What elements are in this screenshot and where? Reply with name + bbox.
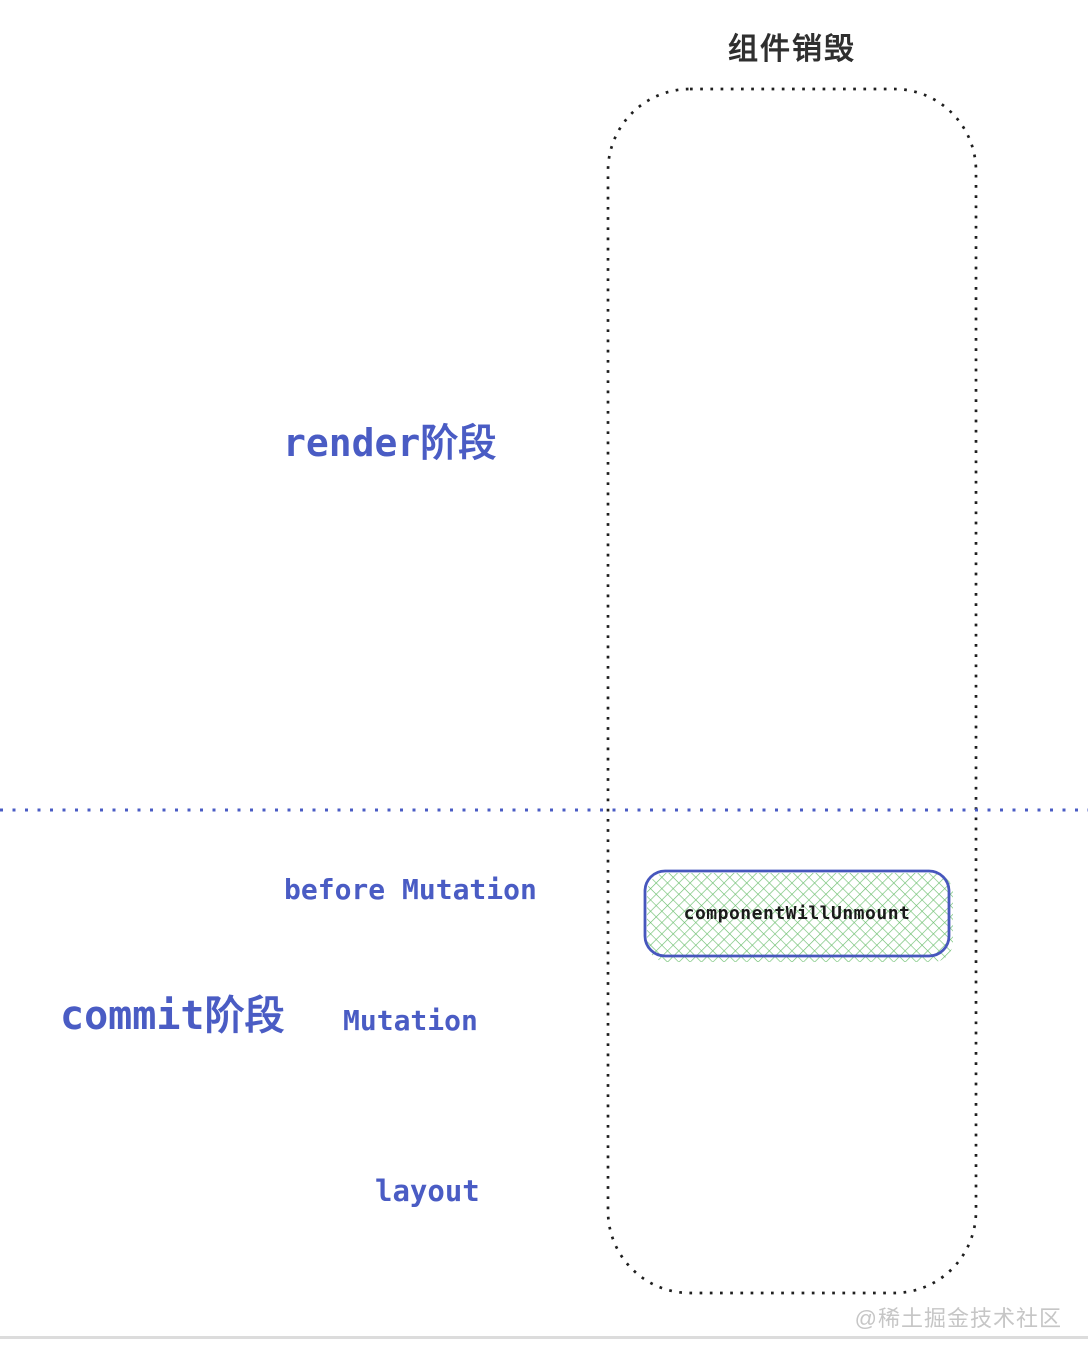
- unmount-node-border: [643, 869, 951, 958]
- bottom-divider-line: [0, 1336, 1088, 1339]
- destroy-scope-outline: [606, 87, 978, 1295]
- mutation-label: Mutation: [343, 1004, 478, 1037]
- render-phase-label: render阶段: [283, 421, 497, 465]
- commit-phase-label: commit阶段: [60, 993, 285, 1039]
- diagram-title: 组件销毁: [728, 33, 856, 66]
- watermark: @稀土掘金技术社区: [854, 1306, 1062, 1331]
- component-will-unmount-node-label: componentWillUnmount: [683, 903, 911, 924]
- layout-label: layout: [375, 1174, 480, 1208]
- unmount-node-hatch: [647, 873, 953, 962]
- before-mutation-label: before Mutation: [284, 873, 537, 906]
